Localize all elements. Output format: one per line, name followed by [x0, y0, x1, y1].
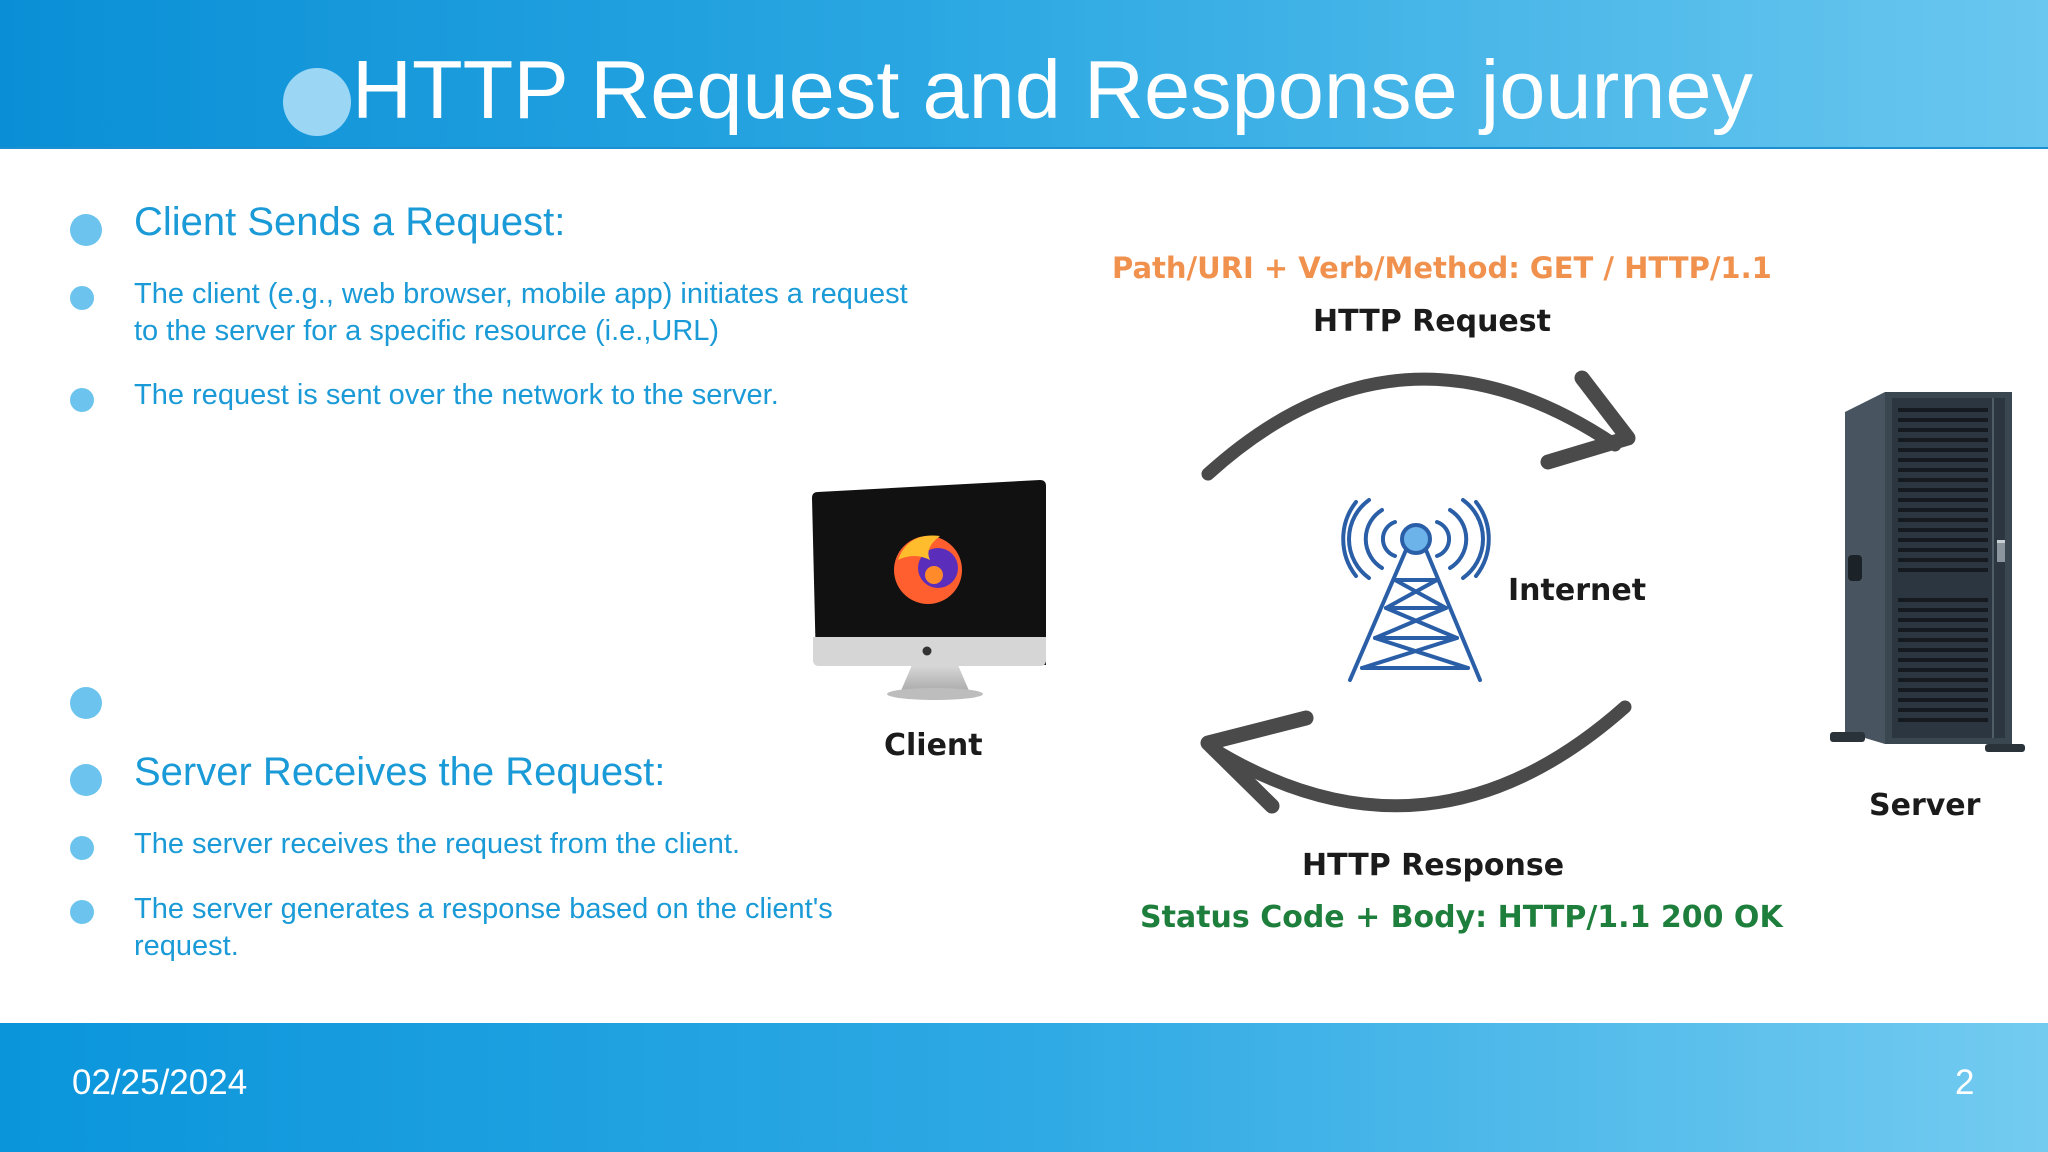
internet-label: Internet	[1508, 573, 1647, 608]
request-arrow	[1201, 370, 1636, 481]
bullet	[70, 286, 94, 310]
request-detail-label: Path/URI + Verb/Method: GET / HTTP/1.1	[1112, 251, 1772, 285]
client-label: Client	[884, 728, 983, 763]
section-heading-server-receives: Server Receives the Request:	[134, 750, 666, 794]
server-label: Server	[1869, 788, 1981, 823]
tower-icon	[1341, 498, 1491, 682]
slide-title: HTTP Request and Response journey	[352, 43, 1754, 136]
bullet	[70, 836, 94, 860]
response-arrow	[1200, 700, 1632, 814]
bullet-text: The client (e.g., web browser, mobile ap…	[134, 278, 908, 347]
footer-bar	[0, 1023, 2048, 1152]
title-bullet	[283, 68, 351, 136]
bullet-text: The server receives the request from the…	[134, 828, 741, 860]
slide-date: 02/25/2024	[72, 1063, 248, 1102]
empty-bullet	[70, 687, 102, 719]
bullet	[70, 764, 102, 796]
bullet	[70, 388, 94, 412]
bullet-text: The request is sent over the network to …	[134, 379, 779, 411]
http-response-label: HTTP Response	[1302, 848, 1565, 883]
firefox-logo	[894, 535, 962, 604]
client-monitor-icon	[812, 480, 1046, 700]
page-number: 2	[1955, 1063, 1975, 1102]
section-heading-client-request: Client Sends a Request:	[134, 200, 566, 244]
bullet	[70, 900, 94, 924]
bullet-text: The server generates a response based on…	[134, 893, 833, 962]
http-request-label: HTTP Request	[1313, 304, 1551, 339]
bullet	[70, 214, 102, 246]
server-icon	[1830, 392, 2025, 752]
response-detail-label: Status Code + Body: HTTP/1.1 200 OK	[1140, 900, 1783, 935]
